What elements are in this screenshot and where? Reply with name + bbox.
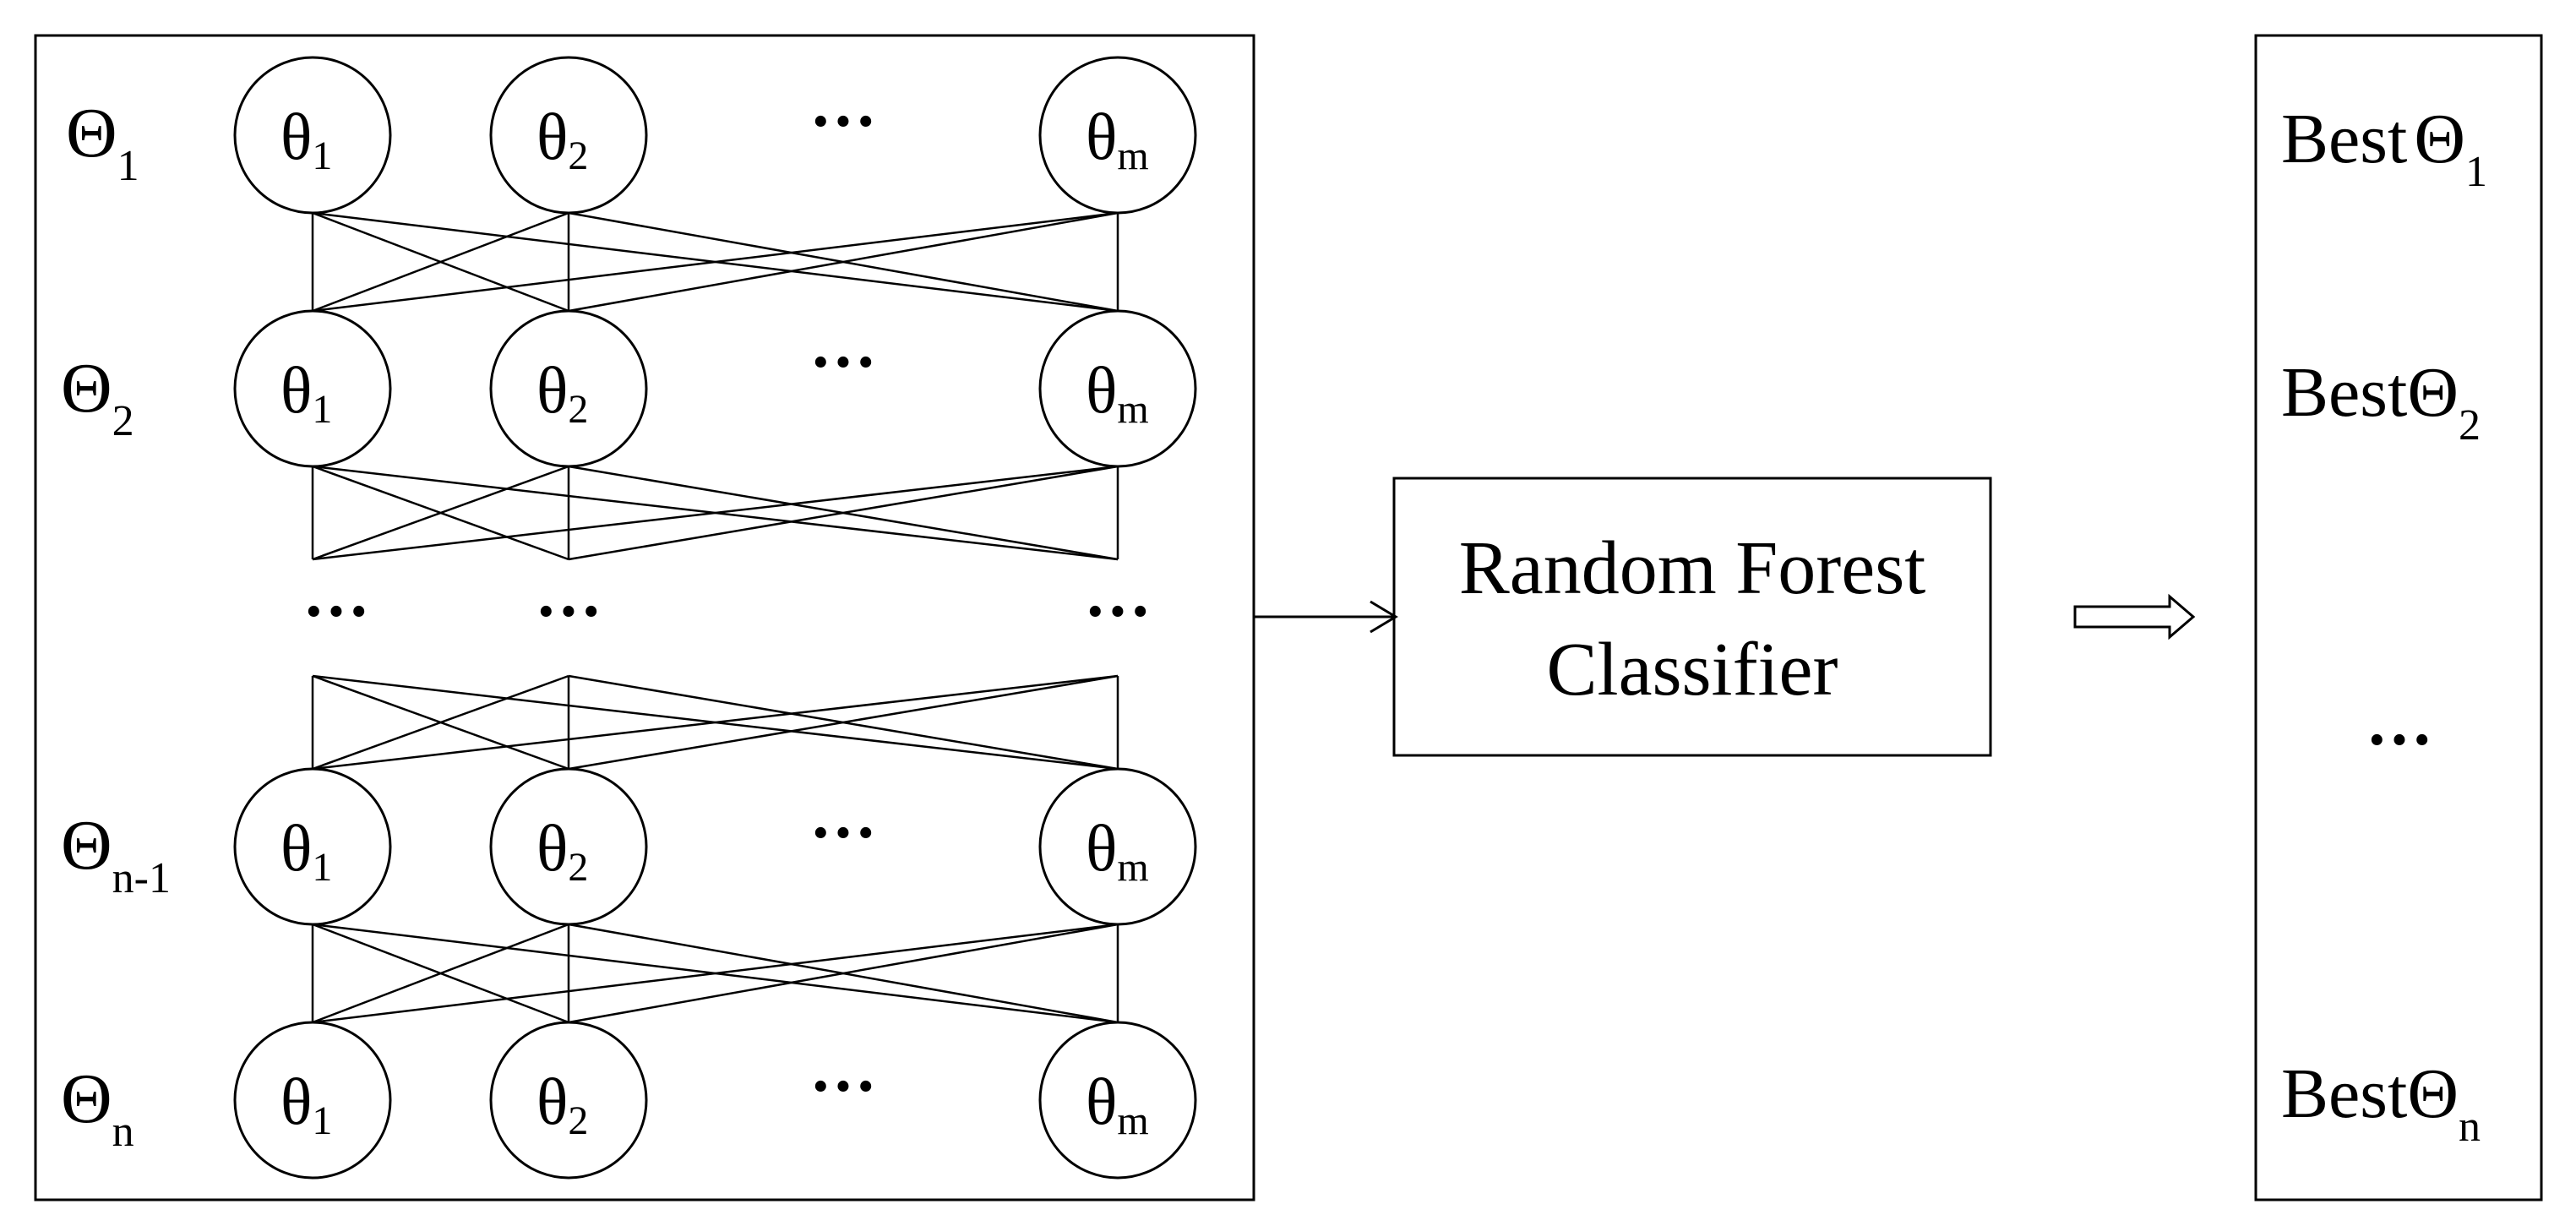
arrow-to-classifier [1254,600,1398,634]
node-subscript: 1 [312,845,332,890]
node-circle-1-2 [489,56,648,215]
row-label-1: Θ1 [66,94,139,190]
node-circle-n-1-m [1038,767,1197,926]
best-theta-2: BestΘ2 [2281,353,2481,450]
node-symbol: θ [280,1065,312,1138]
node-symbol: θ [280,353,312,427]
node-subscript: 1 [312,387,332,432]
parameter-panel [34,34,1255,1201]
classifier-label-line1: Random Forest [1459,526,1925,610]
classifier-label-line2: Classifier [1547,628,1838,711]
connection-line-r2gap-2-0 [312,465,1119,561]
node-label-n-1-m: θm [1086,811,1149,890]
results-panel [2254,34,2543,1201]
node-circle-1-m [1038,56,1197,215]
connection-lines [311,211,1119,1024]
node-circle-2-1 [233,309,392,468]
row-label-2: Θ2 [61,349,134,445]
node-symbol: θ [280,811,312,885]
node-label-n-1-1: θ1 [280,811,332,890]
connection-line-gaprn1-2-0 [312,674,1119,771]
node-symbol: θ [536,353,568,427]
node-symbol: θ [280,100,312,173]
results-ellipsis: ··· [2366,703,2433,777]
node-subscript: 2 [568,387,588,432]
node-subscript: 2 [568,133,588,178]
node-subscript: m [1117,387,1148,432]
row-label-n-1: Θn-1 [61,806,171,902]
node-subscript: 2 [568,845,588,890]
node-label-n-2: θ2 [536,1065,588,1143]
node-subscript: 2 [568,1098,588,1143]
node-circle-1-1 [233,56,392,215]
node-subscript: m [1117,133,1148,178]
node-label-n-m: θm [1086,1065,1149,1143]
column-ellipsis-m: ··· [1084,575,1152,649]
node-label-2-2: θ2 [536,353,588,432]
node-circle-n-1 [233,1021,392,1180]
best-theta-1: BestΘ1 [2281,100,2487,196]
best-theta-n: BestΘn [2281,1054,2481,1151]
node-circle-n-m [1038,1021,1197,1180]
row-labels: Θ1 Θ2 Θn-1 Θn [61,94,171,1156]
node-symbol: θ [536,100,568,173]
node-circle-2-2 [489,309,648,468]
node-label-n-1-2: θ2 [536,811,588,890]
node-label-1-2: θ2 [536,100,588,178]
connection-line-gaprn1-2-1 [568,674,1119,771]
node-circle-n-2 [489,1021,648,1180]
node-subscript: 1 [312,133,332,178]
column-ellipsis-1: ··· [302,575,370,649]
node-symbol: θ [536,1065,568,1138]
node-label-2-1: θ1 [280,353,332,432]
row-label-n: Θn [61,1060,134,1156]
grid-ellipses: ··· ··· ··· ··· ··· ··· ··· [302,84,1152,1124]
node-symbol: θ [1086,353,1117,427]
connection-line-rn1rn-1-0 [312,923,569,1024]
node-label-1-1: θ1 [280,100,332,178]
node-label-1-m: θm [1086,100,1149,178]
row-ellipsis-n: ··· [809,1049,877,1124]
node-label-n-1: θ1 [280,1065,332,1143]
connection-line-r1r2-2-1 [568,211,1119,313]
connection-line-rn1rn-2-1 [568,923,1119,1024]
connection-line-r1r2-2-0 [312,211,1119,313]
node-circle-n-1-2 [489,767,648,926]
node-circle-n-1-1 [233,767,392,926]
node-symbol: θ [1086,100,1117,173]
node-label-2-m: θm [1086,353,1149,432]
node-subscript: 1 [312,1098,332,1143]
node-symbol: θ [1086,1065,1117,1138]
output-arrow-icon [2073,593,2196,640]
node-subscript: m [1117,845,1148,890]
classifier-box [1392,477,1992,757]
parameter-nodes [233,56,1197,1180]
row-ellipsis-2: ··· [809,325,877,400]
node-subscript: m [1117,1098,1148,1143]
column-ellipsis-2: ··· [535,575,602,649]
node-symbol: θ [1086,811,1117,885]
connection-line-gaprn1-1-0 [312,674,569,771]
node-symbol: θ [536,811,568,885]
node-circle-2-m [1038,309,1197,468]
row-ellipsis-n-1: ··· [809,796,877,870]
connection-line-r2gap-1-0 [312,465,569,561]
connection-line-rn1rn-2-0 [312,923,1119,1024]
connection-line-r1r2-1-0 [312,211,569,313]
connection-line-r2gap-2-1 [568,465,1119,561]
row-ellipsis-1: ··· [809,84,877,159]
